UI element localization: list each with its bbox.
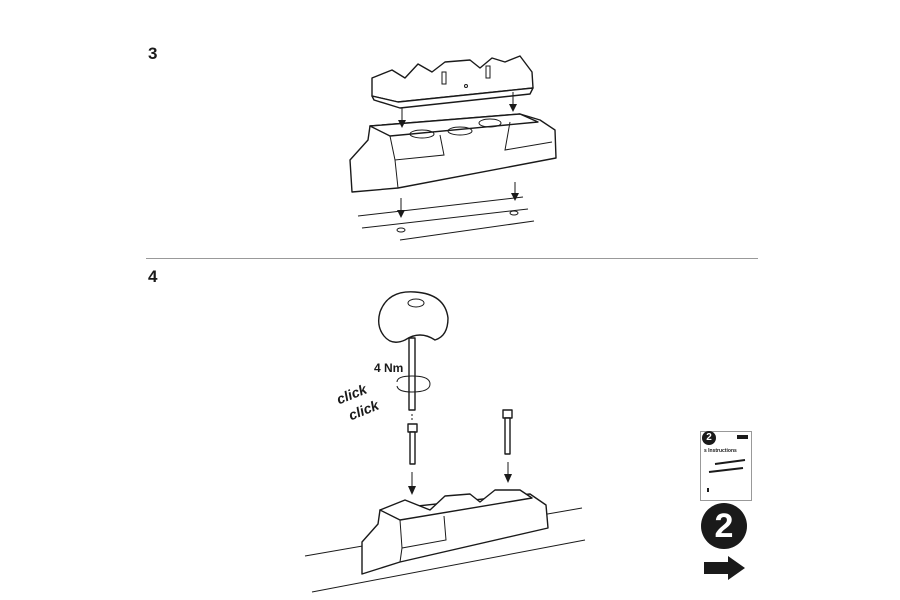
step3-roof-rail [357,196,535,241]
step-number-3: 3 [148,44,158,63]
arrow-right-icon[interactable] [704,556,745,580]
step3-foot [349,113,557,193]
torque-tool [377,291,449,411]
step4-foot [304,489,586,593]
step-number-4: 4 [148,267,158,286]
step4-arrows [408,462,512,495]
section-divider [146,258,758,259]
step3-cradle [371,55,534,109]
roof-bars-icon [707,459,746,492]
torque-label: 4 Nm [374,361,404,375]
brand-tag [737,435,748,439]
bolts [407,409,513,465]
step3-arrows [397,92,519,218]
booklet-number: 2 [702,431,716,445]
booklet-title: s Instructions [704,448,737,454]
next-step-number: 2 [701,503,747,549]
booklet-thumbnail[interactable]: 2 s Instructions [700,431,752,501]
